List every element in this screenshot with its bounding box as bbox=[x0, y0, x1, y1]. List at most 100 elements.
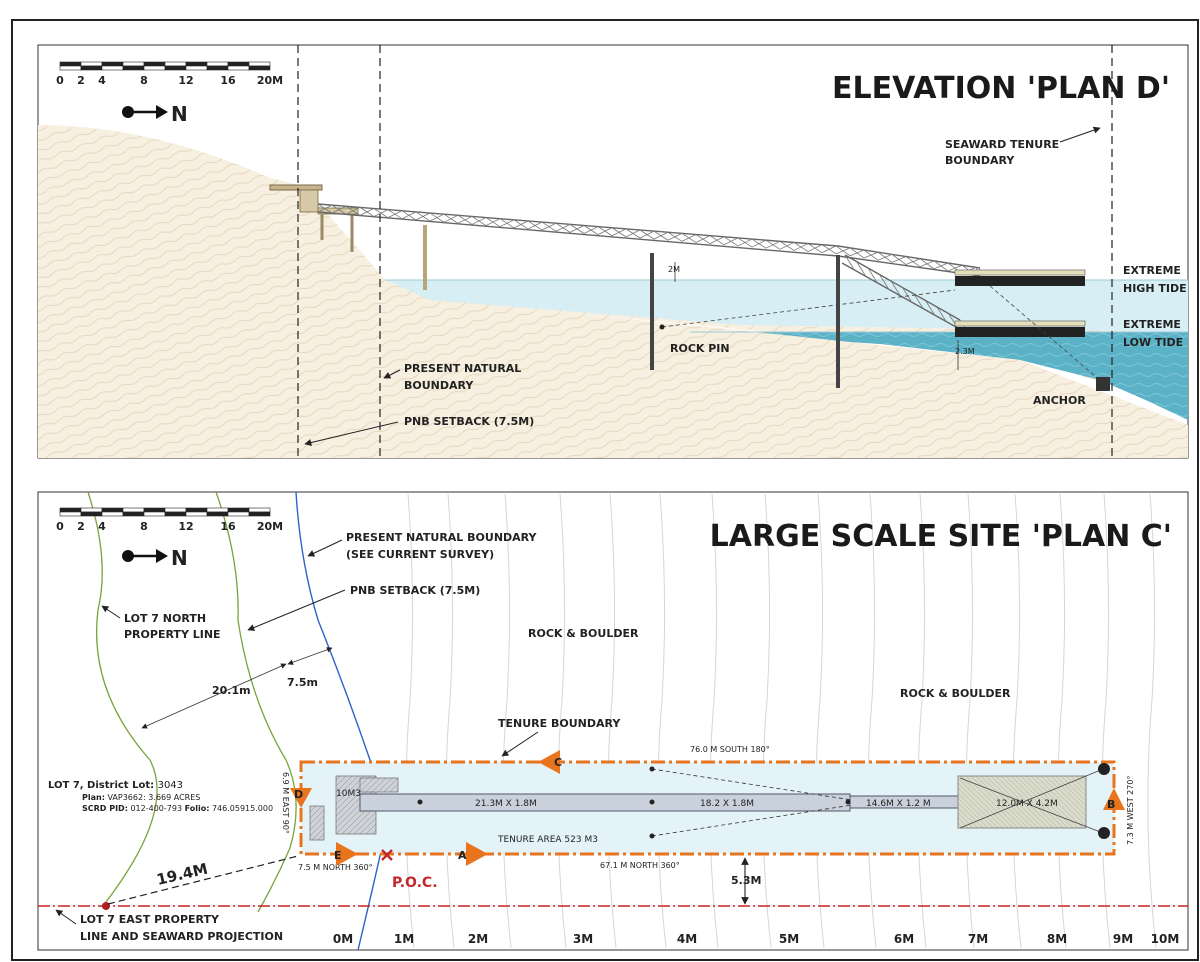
point-c-label: C bbox=[554, 756, 562, 769]
site-title: LARGE SCALE SITE 'PLAN C' bbox=[710, 519, 1172, 554]
point-b-label: B bbox=[1107, 798, 1115, 811]
contour-line bbox=[657, 493, 667, 949]
rock-boulder-1: ROCK & BOULDER bbox=[528, 627, 639, 640]
low-tide-label-2: LOW TIDE bbox=[1123, 336, 1183, 349]
axis-tick-label: 7M bbox=[968, 932, 988, 946]
pile-marker bbox=[845, 799, 851, 805]
contour-line bbox=[917, 493, 927, 949]
axis-tick-label: 4M bbox=[677, 932, 697, 946]
north-label: N bbox=[171, 546, 188, 570]
scale-tick-label: 12 bbox=[178, 74, 193, 87]
anchor-marker bbox=[1098, 827, 1110, 839]
walkway bbox=[359, 793, 851, 812]
segment-1-label: 21.3M X 1.8M bbox=[475, 799, 537, 809]
upper-deck bbox=[269, 184, 323, 191]
rock-pin-label: ROCK PIN bbox=[670, 342, 730, 355]
anchor-line bbox=[989, 285, 1103, 383]
contour-line bbox=[762, 493, 772, 949]
high-tide-water bbox=[385, 280, 1188, 332]
stair-steps bbox=[309, 805, 325, 841]
point-d-arrow: D bbox=[290, 788, 312, 808]
tenure-boundary-arrow bbox=[501, 731, 539, 757]
anchor-block bbox=[1096, 377, 1110, 391]
pnb-site-label-2: (SEE CURRENT SURVEY) bbox=[346, 548, 494, 561]
point-c-arrow: C bbox=[538, 750, 562, 774]
float-low-tide bbox=[954, 320, 1086, 337]
scale-tick-label: 0 bbox=[56, 520, 64, 533]
dim-20-1-label: 20.1m bbox=[212, 684, 251, 697]
plan-value: VAP3662: 3.669 ACRES bbox=[107, 793, 200, 802]
dim-20-1-line bbox=[141, 663, 287, 729]
seaward-label-1: SEAWARD TENURE bbox=[945, 138, 1059, 151]
point-a-label: A bbox=[458, 849, 467, 862]
north-dim-a-label: 67.1 M NORTH 360° bbox=[600, 861, 680, 870]
low-tide-water bbox=[690, 332, 1188, 420]
pnb-label-2: BOUNDARY bbox=[404, 379, 474, 392]
svg-text:SCRD PID: 012-400-793 Folio: 7: SCRD PID: 012-400-793 Folio: 746.05915.0… bbox=[82, 804, 273, 813]
scale-tick-label: 20M bbox=[257, 74, 283, 87]
high-tide-label-2: HIGH TIDE bbox=[1123, 282, 1187, 295]
lot7-east-arrow bbox=[55, 909, 77, 925]
scale-tick-label: 8 bbox=[140, 520, 148, 533]
pnb-label-1: PRESENT NATURAL bbox=[404, 362, 521, 375]
scale-tick-label: 16 bbox=[220, 74, 236, 87]
segment-2-label: 18.2 X 1.8M bbox=[700, 799, 754, 809]
point-e-arrow: E bbox=[334, 842, 358, 866]
lot7-north-label-2: PROPERTY LINE bbox=[124, 628, 221, 641]
svg-text:LOT 7, District Lot: 3043: LOT 7, District Lot: 3043 bbox=[48, 780, 183, 791]
anchor-marker bbox=[1098, 763, 1110, 775]
scale-tick-label: 2 bbox=[77, 520, 85, 533]
lot7-east-label-2: LINE AND SEAWARD PROJECTION bbox=[80, 930, 283, 943]
seaward-arrow bbox=[1059, 126, 1101, 143]
axis-tick-label: 6M bbox=[894, 932, 914, 946]
scale-tick-label: 16 bbox=[220, 520, 236, 533]
clearance-label: 2M bbox=[668, 265, 680, 274]
pile-marker bbox=[649, 799, 655, 805]
plan-label: Plan: bbox=[82, 793, 105, 802]
pnb-arrow bbox=[383, 369, 401, 379]
axis-tick-label: 3M bbox=[573, 932, 593, 946]
contour-line bbox=[1147, 493, 1157, 949]
contour-line bbox=[607, 493, 617, 949]
district-label: , District Lot: bbox=[80, 780, 154, 791]
anchor-line-2 bbox=[651, 804, 853, 837]
sheet-border bbox=[11, 19, 1199, 961]
point-e-label: E bbox=[334, 849, 342, 862]
contour-line bbox=[709, 493, 719, 949]
pid-value: 012-400-793 bbox=[130, 804, 182, 813]
deck-label: 10M3 bbox=[336, 789, 361, 799]
lot-number: LOT 7 bbox=[48, 780, 80, 791]
scale-tick-label: 8 bbox=[140, 74, 148, 87]
contour-line bbox=[502, 493, 512, 949]
axis-tick-label: 9M bbox=[1113, 932, 1133, 946]
scale-tick-label: 2 bbox=[77, 74, 85, 87]
pnb-setback-curve bbox=[215, 491, 297, 913]
axis-tick-label: 2M bbox=[468, 932, 488, 946]
anchor-line-1 bbox=[651, 768, 853, 801]
east-dim-label: 6.9 M EAST 90° bbox=[281, 772, 290, 834]
west-dim-label: 7.3 M WEST 270° bbox=[1126, 776, 1135, 845]
pnb-site-arrow bbox=[307, 539, 343, 557]
natural-boundary-curve bbox=[295, 491, 383, 951]
setback-site-label: PNB SETBACK (7.5M) bbox=[350, 584, 480, 597]
point-b-arrow: B bbox=[1103, 788, 1125, 811]
pnb-site-label-1: PRESENT NATURAL BOUNDARY bbox=[346, 531, 538, 544]
shore-terrain bbox=[38, 125, 1188, 458]
scale-tick-label: 20M bbox=[257, 520, 283, 533]
contour-line bbox=[815, 493, 825, 949]
setback-label: PNB SETBACK (7.5M) bbox=[404, 415, 534, 428]
high-tide-label-1: EXTREME bbox=[1123, 264, 1181, 277]
dim-7-5-line bbox=[287, 647, 333, 665]
north-arrow: N bbox=[122, 546, 188, 570]
north-dim-e-label: 7.5 M NORTH 360° bbox=[298, 863, 373, 872]
pid-label: SCRD PID: bbox=[82, 804, 128, 813]
low-tide-label-1: EXTREME bbox=[1123, 318, 1181, 331]
axis-tick-label: 10M bbox=[1151, 932, 1180, 946]
pin-marker bbox=[649, 766, 655, 772]
dim-7-5-label: 7.5m bbox=[287, 676, 318, 689]
lot7-north-arrow bbox=[101, 605, 121, 619]
